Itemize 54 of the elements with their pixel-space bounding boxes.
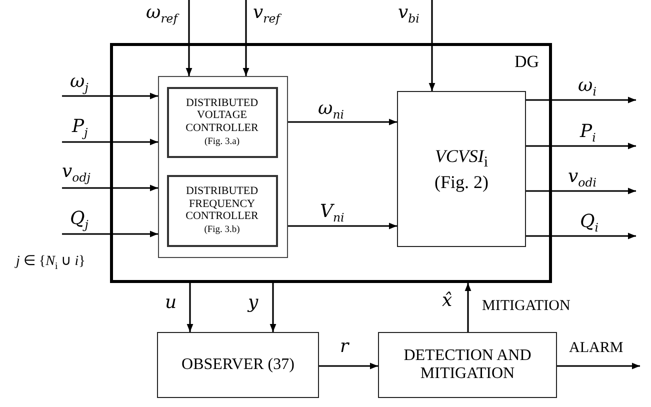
arrow xyxy=(526,96,636,104)
arrow xyxy=(186,0,192,76)
controller-block xyxy=(166,174,278,246)
arrow xyxy=(62,138,158,146)
arrow xyxy=(62,92,158,100)
signal-label: Q$_{i}$ xyxy=(580,211,599,235)
signal-label: v$_{odi}$ xyxy=(568,166,596,190)
signal-label: V$_{ni}$ xyxy=(320,201,344,225)
system-block xyxy=(110,43,552,283)
signal-label: ω$_{ni}$ xyxy=(318,98,344,122)
index-set-note: j ∈ {N$_{i}$ ∪ i} xyxy=(16,253,86,272)
controller-group-box xyxy=(158,76,288,258)
process-box xyxy=(157,332,319,398)
block-label: OBSERVER (37) xyxy=(180,356,296,374)
signal-label: r xyxy=(340,336,349,357)
arrow xyxy=(270,283,276,332)
arrow xyxy=(242,0,250,76)
figure-reference: (Fig. 3.b) xyxy=(203,225,241,236)
arrow xyxy=(526,232,636,240)
signal-label: P$_{j}$ xyxy=(72,116,88,140)
arrow xyxy=(62,184,158,192)
arrow xyxy=(557,362,640,370)
output-label: MITIGATION xyxy=(482,298,570,315)
arrow xyxy=(526,142,636,150)
signal-label: Q$_{j}$ xyxy=(70,208,88,232)
inverter-block xyxy=(397,91,526,247)
process-box xyxy=(378,332,557,398)
arrow xyxy=(62,230,158,238)
signal-label: x̂ xyxy=(442,290,452,311)
signal-label: v$_{odj}$ xyxy=(62,161,90,185)
arrow xyxy=(186,283,194,332)
signal-label: v$_{ref}$ xyxy=(253,2,280,26)
arrow xyxy=(319,362,378,370)
signal-label: ALARM xyxy=(569,340,624,357)
arrow xyxy=(288,222,397,230)
signal-label: u xyxy=(165,292,177,313)
block-title: DG xyxy=(514,52,539,72)
controller-block xyxy=(166,86,278,158)
arrow xyxy=(464,283,472,332)
block-label: DISTRIBUTED FREQUENCY CONTROLLER xyxy=(184,185,260,223)
arrow xyxy=(526,188,636,194)
figure-reference: (Fig. 3.a) xyxy=(203,136,241,148)
signal-label: ω$_{i}$ xyxy=(578,75,596,99)
arrow xyxy=(288,118,397,126)
signal-label: y xyxy=(248,292,258,313)
signal-label: ω$_{j}$ xyxy=(70,71,88,95)
block-label: DISTRIBUTED VOLTAGE CONTROLLER xyxy=(184,96,260,134)
figure-reference: (Fig. 2) xyxy=(434,172,490,192)
signal-label: ω$_{ref}$ xyxy=(146,2,178,26)
signal-label: v$_{bi}$ xyxy=(398,2,420,26)
block-label: DETECTION AND MITIGATION xyxy=(402,346,532,384)
block-label: VCVSI$_{i}$ xyxy=(434,146,490,172)
arrow xyxy=(428,0,436,91)
signal-label: P$_{i}$ xyxy=(580,121,596,145)
